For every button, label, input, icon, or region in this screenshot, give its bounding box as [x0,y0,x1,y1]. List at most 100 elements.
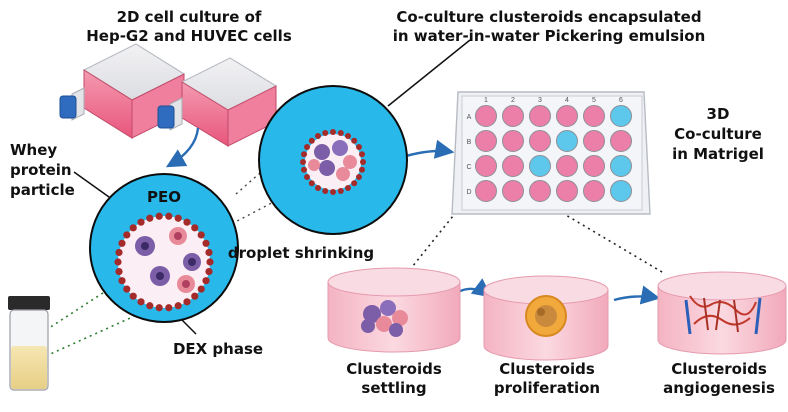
plate-well-pink [583,105,605,127]
plate-well-pink [502,130,524,152]
label-whey-line1: Whey [10,141,58,159]
whey-particle [191,224,199,232]
whey-particle [345,184,351,191]
label-angiogenesis-line1: Clusteroids [671,360,767,378]
label-clusteroids-settling: Clusteroids settling [334,360,454,398]
plate-row-label: A [467,114,472,121]
plate-well-blue [610,180,632,202]
whey-particle-ring-small [300,129,366,195]
cell-cluster-large [135,227,201,293]
whey-particle [315,133,321,140]
culture-flask-2 [157,57,278,147]
whey-particle [165,212,173,220]
whey-particle [304,144,311,150]
whey-particle [146,302,154,310]
whey-particle [330,189,336,195]
plate-well-pink [502,105,524,127]
whey-particle [115,267,123,276]
whey-particle [183,298,191,306]
label-settling-line1: Clusteroids [346,360,442,378]
whey-particle [360,159,366,165]
whey-particle [355,144,362,150]
label-clusteroids-angiogenesis: Clusteroids angiogenesis [652,360,786,398]
whey-particle [206,258,214,266]
whey-particle [300,159,306,165]
whey-particle [322,130,329,137]
leader-coculture-title [387,39,471,107]
label-droplet-shrinking: droplet shrinking [227,244,375,262]
plate-well-pink [583,155,605,177]
whey-particle [308,137,315,144]
whey-particle [202,277,210,285]
plate-well-pink [583,130,605,152]
whey-particle [351,137,358,144]
whey-particle [118,277,126,285]
label-clusteroids-proliferation: Clusteroids proliferation [484,360,610,398]
plate-column-label: 6 [619,97,623,104]
label-coculture-line2: in water-in-water Pickering emulsion [392,27,706,45]
whey-particle [358,151,365,158]
whey-particle-ring [114,212,214,312]
whey-particle [301,166,308,173]
shrunk-droplet [258,85,408,235]
arrow-flask-to-droplet [165,127,200,168]
zoom-line-vial-2 [45,309,149,357]
whey-particle [315,184,321,191]
whey-particle [174,214,182,222]
label-matrigel-line3: in Matrigel [672,145,764,163]
plate-well-pink [583,180,605,202]
whey-particle [114,258,122,266]
label-angiogenesis-line2: angiogenesis [663,379,775,397]
cell-cluster-small [308,140,357,181]
plate-well-pink [475,130,497,152]
plate-well-pink [502,155,524,177]
label-matrigel-line1: 3D [706,105,730,123]
plate-column-label: 2 [511,97,515,104]
arrow-proliferation-to-angiogenesis [613,285,661,305]
whey-particle [155,304,163,312]
label-2d-culture: 2D cell culture of Hep-G2 and HUVEC cell… [84,8,294,46]
whey-particle [129,224,137,232]
plate-column-label: 1 [484,97,488,104]
whey-particle [197,231,205,239]
culture-flask-1 [59,43,186,139]
plate-well-pink [556,155,578,177]
label-3d-matrigel: 3D Co-culture in Matrigel [658,104,778,164]
whey-particle [345,133,351,140]
label-proliferation-line2: proliferation [493,379,601,397]
whey-particle [155,212,163,220]
label-settling-line2: settling [361,379,427,397]
plate-well-pink [529,180,551,202]
plate-well-pink [475,105,497,127]
whey-particle [202,239,210,247]
whey-particle [358,166,365,173]
plate-well-pink [502,180,524,202]
plate-well-blue [610,155,632,177]
settled-cluster [361,300,408,337]
whey-particle [191,292,199,300]
vessel-network [684,295,762,335]
plate-column-label: 5 [592,97,596,104]
whey-particle [123,285,131,293]
plate-well-pink [475,155,497,177]
gel-settling [327,267,461,353]
plate-well-pink [556,180,578,202]
plate-wells [475,105,632,202]
proliferating-spheroid [525,295,567,337]
gel-angiogenesis [657,271,787,355]
label-coculture-title: Co-culture clusteroids encapsulated in w… [384,8,714,46]
whey-particle [330,129,336,135]
whey-particle [197,285,205,293]
label-whey-line2: protein [10,161,72,179]
whey-particle [351,180,358,187]
label-whey-particle: Whey protein particle [10,140,90,200]
large-droplet [89,173,239,323]
plate-well-pink [529,130,551,152]
whey-particle [174,302,182,310]
plate-row-label: B [467,139,472,146]
whey-particle [205,248,213,257]
whey-particle [322,187,329,194]
